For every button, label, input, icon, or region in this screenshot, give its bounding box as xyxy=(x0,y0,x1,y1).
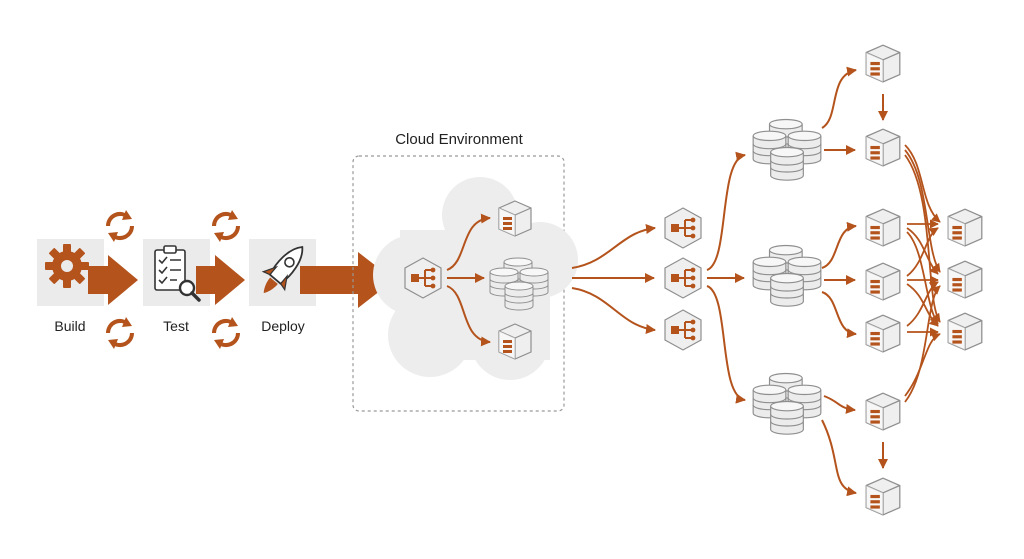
load-balancer-icon xyxy=(664,207,702,249)
cloud-environment-boundary xyxy=(352,155,565,412)
server-icon xyxy=(947,208,983,247)
pipeline-arrow-build-test xyxy=(88,255,138,305)
server-icon xyxy=(865,392,901,431)
server-icon xyxy=(947,312,983,351)
server-icon xyxy=(865,208,901,247)
refresh-cycle-icon xyxy=(105,315,135,351)
server-icon xyxy=(947,260,983,299)
stage-label-deploy: Deploy xyxy=(261,318,305,334)
cloud-to-lb-connectors xyxy=(571,224,656,334)
pipeline-arrow-deploy-cloud xyxy=(300,252,394,308)
server-icon xyxy=(498,323,532,360)
stage-label-build: Build xyxy=(54,318,86,334)
database-cluster-icon xyxy=(753,374,821,435)
db-to-server-connectors xyxy=(821,66,888,497)
load-balancer-icon xyxy=(664,309,702,351)
pipeline-arrow-test-deploy xyxy=(196,255,245,305)
server-icon xyxy=(865,44,901,83)
cloud-environment-title: Cloud Environment xyxy=(395,131,523,148)
server-mesh-connectors xyxy=(904,144,941,403)
refresh-cycle-icon xyxy=(211,315,241,351)
lb-to-db-connectors xyxy=(706,151,746,404)
load-balancer-icon xyxy=(664,257,702,299)
database-cluster-icon xyxy=(753,120,821,181)
rocket-icon xyxy=(261,246,304,293)
checklist-magnifier-icon xyxy=(154,245,201,302)
cloud-connectors xyxy=(446,213,491,347)
server-icon xyxy=(865,262,901,301)
server-icon xyxy=(865,477,901,516)
server-icon xyxy=(865,314,901,353)
server-icon xyxy=(498,200,532,237)
server-icon xyxy=(865,128,901,167)
refresh-cycle-icon xyxy=(105,208,135,244)
refresh-cycle-icon xyxy=(211,208,241,244)
stage-label-test: Test xyxy=(163,318,189,334)
gear-icon xyxy=(45,244,89,288)
database-cluster-icon xyxy=(753,246,821,307)
